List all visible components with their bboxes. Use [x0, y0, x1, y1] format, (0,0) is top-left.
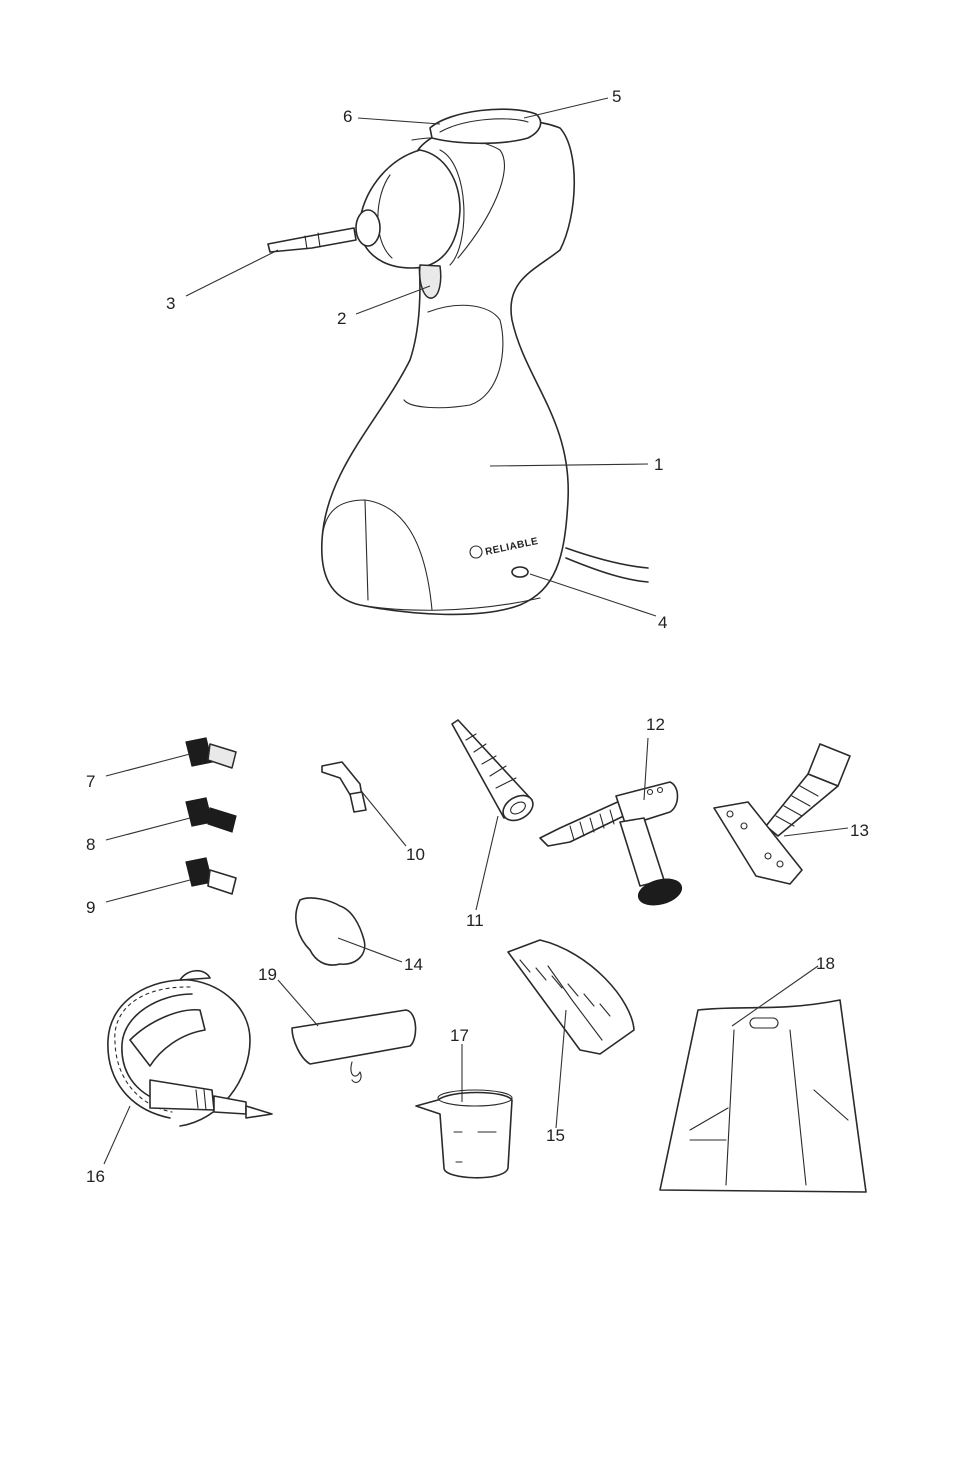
callout-15: 15 [546, 1126, 565, 1145]
callout-6: 6 [343, 107, 352, 126]
brush-nylon-white [186, 858, 236, 894]
angled-nozzle [322, 762, 366, 812]
callout-14: 14 [404, 955, 423, 974]
steamer-main-unit: RELIABLE [268, 109, 648, 614]
callout-9: 9 [86, 898, 95, 917]
callout-19: 19 [258, 965, 277, 984]
callout-7: 7 [86, 772, 95, 791]
callout-11: 11 [466, 911, 484, 930]
brush-nylon-black [186, 798, 236, 832]
squeegee-plate [508, 940, 634, 1054]
brush-brass [186, 738, 236, 768]
callout-10: 10 [406, 845, 425, 864]
callout-13: 13 [850, 821, 869, 840]
callout-17: 17 [450, 1026, 469, 1045]
callout-8: 8 [86, 835, 95, 854]
storage-bag [660, 1000, 866, 1192]
callout-16: 16 [86, 1167, 105, 1186]
extension-nozzle [452, 720, 537, 826]
callout-12: 12 [646, 715, 665, 734]
callout-5: 5 [612, 87, 621, 106]
window-squeegee-tool [714, 744, 850, 884]
callout-4: 4 [658, 613, 667, 632]
callout-3: 3 [166, 294, 175, 313]
callout-1: 1 [654, 455, 663, 474]
jet-nozzle-attachment [540, 782, 684, 909]
microfiber-pad [292, 1010, 416, 1082]
callout-18: 18 [816, 954, 835, 973]
measuring-cup [416, 1090, 512, 1178]
cloth-cover [296, 898, 365, 965]
extension-hose [108, 971, 272, 1126]
callout-2: 2 [337, 309, 346, 328]
